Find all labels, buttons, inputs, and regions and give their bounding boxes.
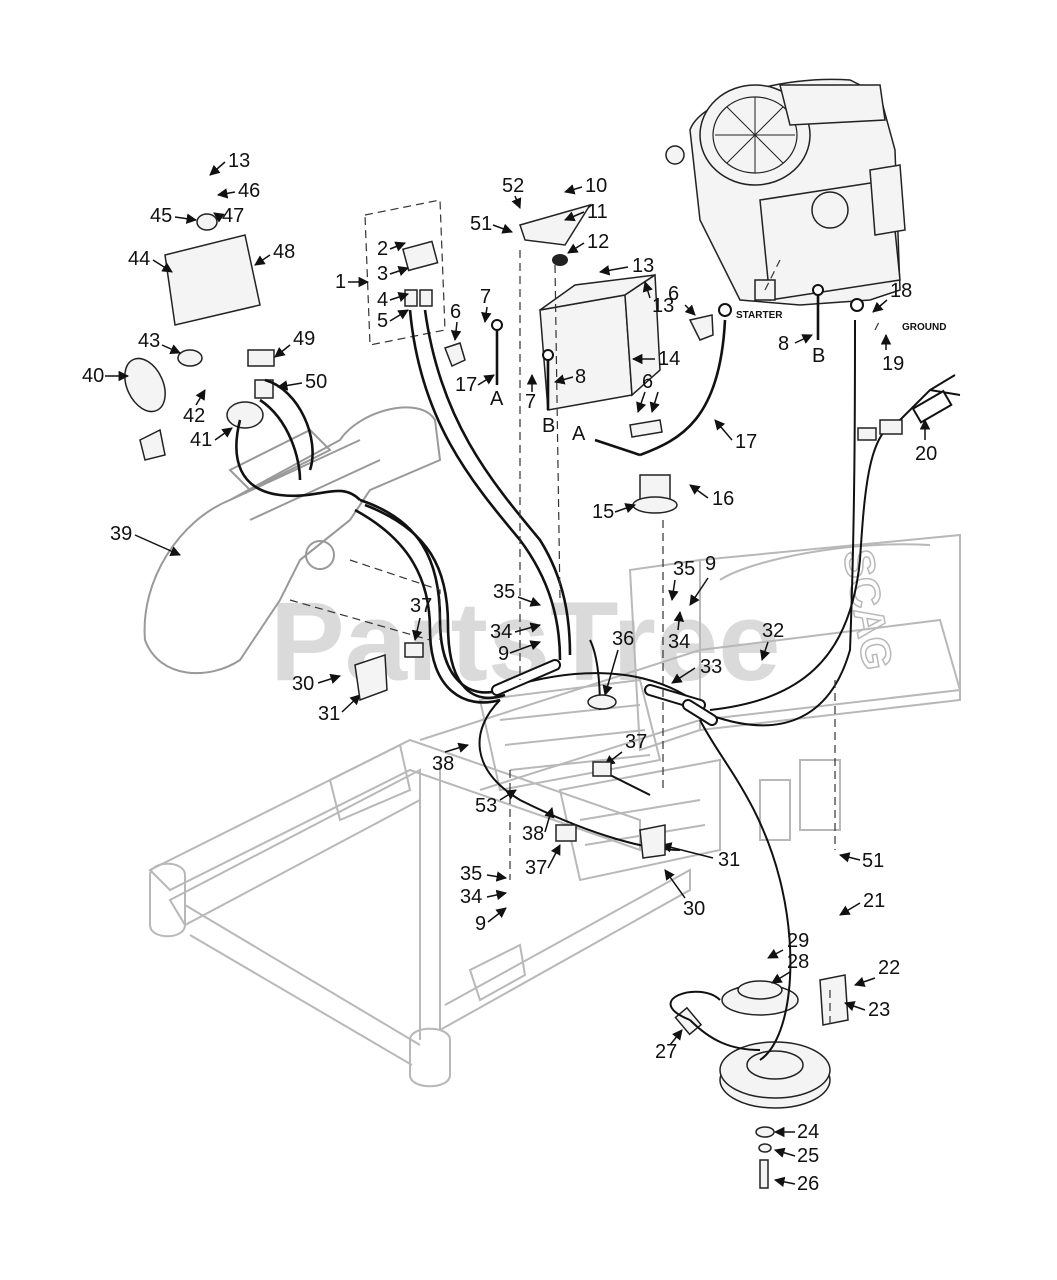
callout-11: 11 <box>587 201 608 223</box>
callout-28: 28 <box>787 951 809 973</box>
callout-50: 50 <box>305 371 327 393</box>
callout-37b: 37 <box>625 731 647 753</box>
callout-37a: 37 <box>410 595 432 617</box>
callout-6b: 6 <box>668 283 679 305</box>
label-starter: STARTER <box>736 310 783 321</box>
callout-53: 53 <box>475 795 497 817</box>
callout-45: 45 <box>150 205 172 227</box>
callout-13a: 13 <box>228 150 250 172</box>
callout-14: 14 <box>658 348 680 370</box>
callout-33: 33 <box>700 656 722 678</box>
callout-13c: 13 <box>652 295 674 317</box>
pto-clutch <box>674 974 849 1109</box>
callout-22: 22 <box>878 957 900 979</box>
label-ground: GROUND <box>902 322 946 333</box>
callout-27: 27 <box>655 1041 677 1063</box>
callout-3: 3 <box>377 263 388 285</box>
callout-48: 48 <box>273 241 295 263</box>
callout-7a: 7 <box>480 286 491 308</box>
callout-9b: 9 <box>705 553 716 575</box>
callout-8b: 8 <box>778 333 789 355</box>
callout-34b: 34 <box>668 631 690 653</box>
callout-8a: 8 <box>575 366 586 388</box>
callout-6c: 6 <box>642 371 653 393</box>
callout-51b: 51 <box>862 850 884 872</box>
callout-46: 46 <box>238 180 260 202</box>
assembly-lines <box>289 250 881 1025</box>
callout-21: 21 <box>863 890 885 912</box>
callout-5: 5 <box>377 310 388 332</box>
callout-37c: 37 <box>525 857 547 879</box>
callout-38b: 38 <box>522 823 544 845</box>
callout-41: 41 <box>190 429 212 451</box>
svg-text:SCAG: SCAG <box>834 546 901 674</box>
callout-25: 25 <box>797 1145 819 1167</box>
callout-30a: 30 <box>292 673 314 695</box>
callout-47: 47 <box>222 205 244 227</box>
watermark: PartsTree <box>270 579 781 704</box>
callout-29: 29 <box>787 930 809 952</box>
callout-19: 19 <box>882 353 904 375</box>
wire-label-a2: A <box>572 423 586 445</box>
callout-35a: 35 <box>493 581 515 603</box>
callout-52: 52 <box>502 175 524 197</box>
callout-9a: 9 <box>498 643 509 665</box>
callout-34c: 34 <box>460 886 482 908</box>
callout-32: 32 <box>762 620 784 642</box>
callout-44: 44 <box>128 248 150 270</box>
callout-12: 12 <box>587 231 609 253</box>
callout-1: 1 <box>335 271 346 293</box>
starter-solenoid <box>629 419 678 514</box>
callout-17b: 17 <box>735 431 757 453</box>
callout-40: 40 <box>82 365 104 387</box>
callout-43: 43 <box>138 330 160 352</box>
callout-6a: 6 <box>450 301 461 323</box>
callout-38a: 38 <box>432 753 454 775</box>
wire-label-a1: A <box>490 388 504 410</box>
callout-51a: 51 <box>470 213 492 235</box>
callout-49: 49 <box>293 328 315 350</box>
callouts: 1 2 3 4 5 6 7 17 A 7 8 B 14 13 13 52 51 … <box>82 150 946 1195</box>
wire-harness <box>235 309 961 1061</box>
callout-20: 20 <box>915 443 937 465</box>
callout-17a: 17 <box>455 374 477 396</box>
engine <box>665 78 906 306</box>
callout-35b: 35 <box>673 558 695 580</box>
callout-31a: 31 <box>318 703 340 725</box>
battery-cables <box>491 284 864 410</box>
callout-35c: 35 <box>460 863 482 885</box>
dash-components <box>124 234 275 461</box>
callout-26: 26 <box>797 1173 819 1195</box>
callout-34a: 34 <box>490 621 512 643</box>
callout-42: 42 <box>183 405 205 427</box>
callout-16: 16 <box>712 488 734 510</box>
callout-36: 36 <box>612 628 634 650</box>
callout-23: 23 <box>868 999 890 1021</box>
callout-2: 2 <box>377 238 388 260</box>
callout-15: 15 <box>592 501 614 523</box>
callout-7b: 7 <box>525 391 536 413</box>
wire-label-b1: B <box>542 415 555 437</box>
callout-24: 24 <box>797 1121 819 1143</box>
wire-label-b2: B <box>812 345 825 367</box>
callout-10: 10 <box>585 175 607 197</box>
callout-31b: 31 <box>718 849 740 871</box>
callout-39: 39 <box>110 523 132 545</box>
callout-30b: 30 <box>683 898 705 920</box>
callout-9c: 9 <box>475 913 486 935</box>
callout-4: 4 <box>377 289 388 311</box>
callout-13b: 13 <box>632 255 654 277</box>
callout-18: 18 <box>890 280 912 302</box>
connector-block <box>364 199 446 346</box>
